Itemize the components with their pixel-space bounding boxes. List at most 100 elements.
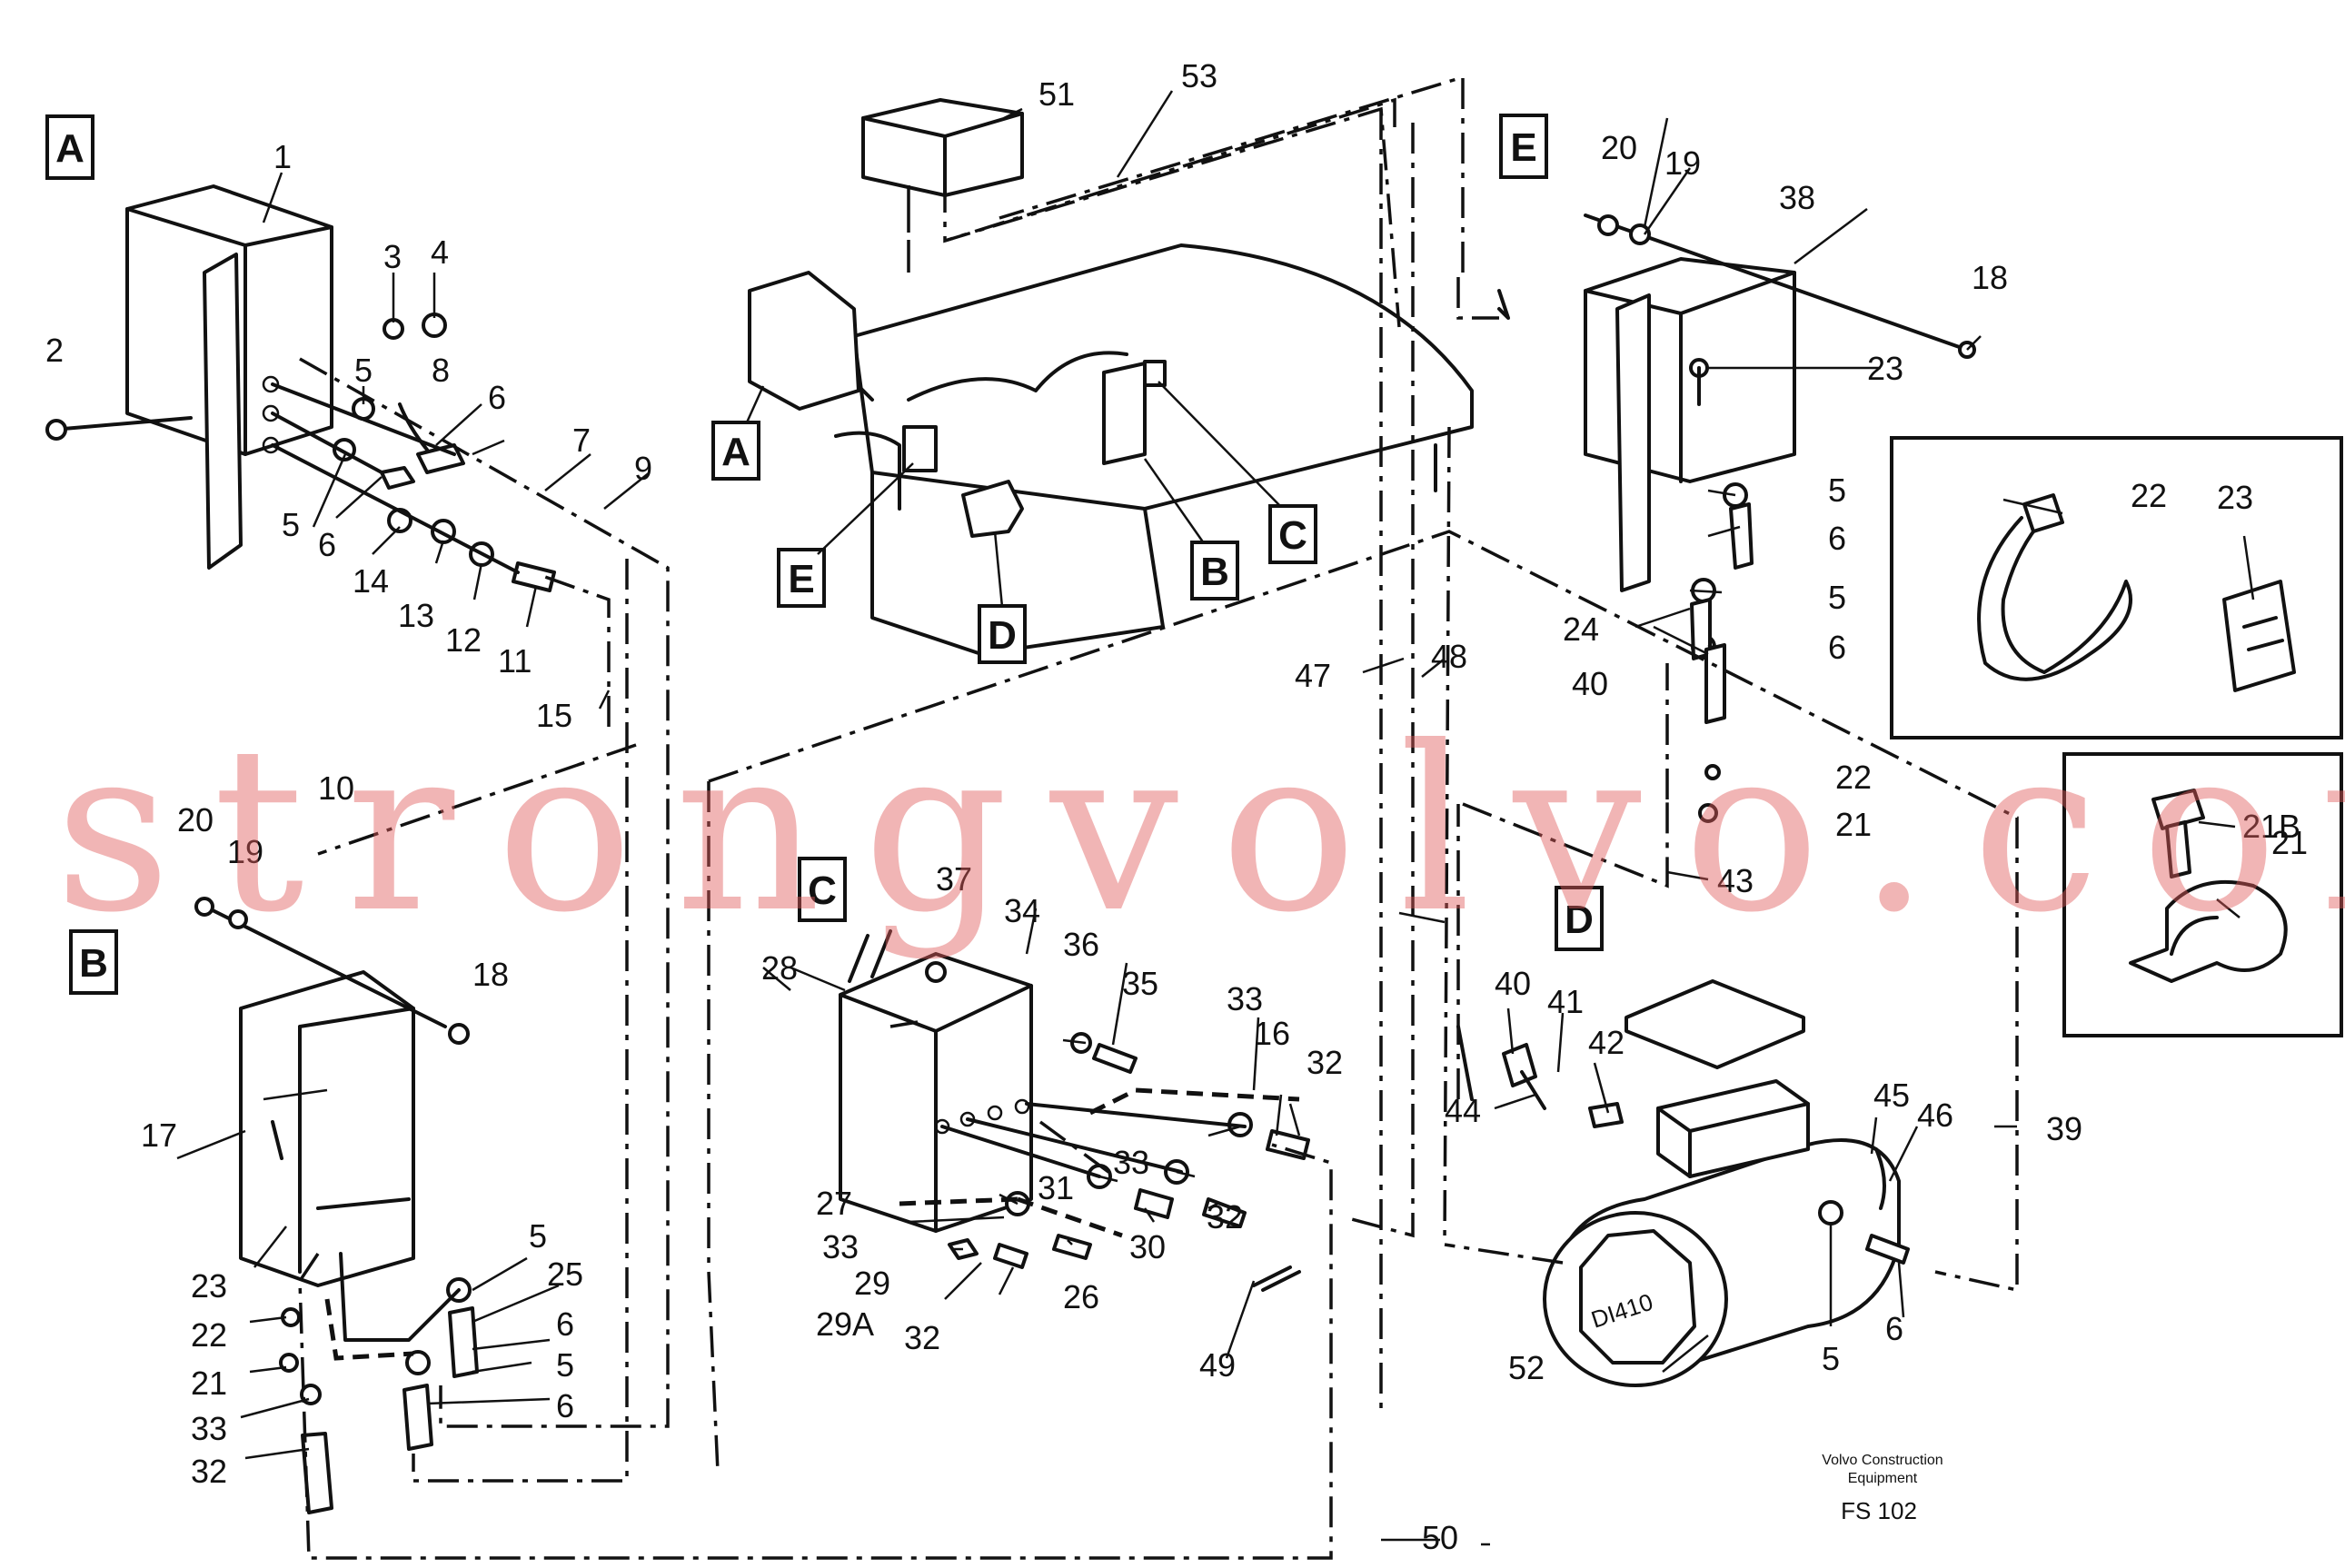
callout-48: 48 [1431, 638, 1467, 675]
callout-6-d: 6 [556, 1387, 574, 1424]
callout-33-d: 33 [822, 1228, 859, 1265]
callout-27: 27 [816, 1185, 852, 1222]
callout-5-e: 5 [1828, 471, 1846, 509]
view-a-fittings [271, 313, 556, 592]
callout-36: 36 [1063, 926, 1099, 963]
callout-18-a: 18 [1972, 259, 2008, 296]
part-number-callouts: 1 2 3 4 5 8 6 7 9 5 6 14 13 12 11 15 10 … [45, 57, 2308, 1556]
callout-32-a: 32 [191, 1453, 227, 1490]
callout-21-a: 21 [2271, 824, 2308, 861]
callout-6-a: 6 [488, 379, 506, 416]
callout-24: 24 [1563, 610, 1599, 648]
callout-3: 3 [383, 238, 402, 275]
callout-14: 14 [353, 562, 389, 600]
callout-5-b: 5 [282, 506, 300, 543]
callout-6-g: 6 [1885, 1310, 1903, 1347]
callout-6-f: 6 [1828, 629, 1846, 666]
svg-text:A: A [55, 126, 84, 171]
callout-20-b: 20 [177, 801, 214, 839]
callout-22-b: 22 [191, 1316, 227, 1354]
svg-text:D: D [988, 613, 1017, 658]
callout-1: 1 [273, 138, 292, 175]
callout-23-a: 23 [1867, 350, 1903, 387]
location-label-e: E [777, 462, 914, 608]
watermark: strongvolvo.com [55, 698, 2345, 962]
callout-32-d: 32 [904, 1319, 940, 1356]
callout-40-a: 40 [1572, 665, 1608, 702]
callout-5-d: 5 [556, 1346, 574, 1384]
callout-52: 52 [1508, 1349, 1545, 1386]
location-label-d: D [978, 531, 1027, 664]
callout-16: 16 [1254, 1015, 1290, 1052]
view-label-a: A [45, 114, 94, 180]
location-label-b: B [1143, 458, 1239, 600]
body-box-b [1102, 362, 1147, 465]
view-label-c: C [798, 857, 847, 922]
callout-30: 30 [1129, 1228, 1166, 1265]
callout-26: 26 [1063, 1278, 1099, 1315]
callout-32-b: 32 [1307, 1044, 1343, 1081]
svg-text:B: B [1200, 550, 1229, 594]
callout-4: 4 [431, 233, 449, 271]
part-51-box [861, 98, 1024, 197]
wiring-harness-lines [298, 74, 2019, 1560]
callout-38: 38 [1779, 179, 1815, 216]
footer-company-line2: Equipment [1848, 1471, 1918, 1486]
callout-43: 43 [1717, 862, 1754, 899]
callout-28: 28 [761, 949, 798, 987]
svg-text:E: E [1510, 125, 1536, 170]
callout-32-c: 32 [1207, 1198, 1243, 1236]
svg-text:D: D [1565, 898, 1594, 942]
location-label-c: C [1158, 381, 1317, 564]
callout-37: 37 [936, 860, 972, 898]
box-17-enclosure [194, 897, 470, 1287]
footer-code: FS 102 [1841, 1497, 1917, 1524]
view-label-b: B [69, 929, 118, 995]
callout-44: 44 [1445, 1092, 1481, 1129]
svg-text:E: E [788, 557, 814, 601]
callout-15: 15 [536, 697, 572, 734]
body-box-a [748, 271, 860, 411]
callout-11: 11 [498, 642, 532, 680]
footer-block: Volvo Construction Equipment FS 102 [1822, 1453, 1943, 1524]
callout-42: 42 [1588, 1024, 1625, 1061]
svg-text:A: A [721, 430, 750, 474]
callout-21-c: 21 [1835, 806, 1872, 843]
callout-46: 46 [1917, 1097, 1953, 1134]
callout-33-c: 33 [1113, 1144, 1149, 1181]
inset-cable-tie [1890, 436, 2343, 739]
machine-body-outline [748, 243, 1474, 656]
callout-22-a: 22 [2131, 477, 2167, 514]
callout-25: 25 [547, 1255, 583, 1293]
callout-49: 49 [1199, 1346, 1236, 1384]
callout-13: 13 [398, 597, 434, 634]
inset-clamp [2062, 752, 2343, 1037]
callout-7: 7 [572, 422, 591, 459]
location-label-a: A [711, 385, 765, 481]
svg-text:C: C [808, 868, 837, 913]
callout-6-b: 6 [318, 526, 336, 563]
svg-text:B: B [79, 941, 108, 986]
callout-39: 39 [2046, 1110, 2082, 1147]
box-34-enclosure [839, 929, 1033, 1233]
body-sensor-d [961, 480, 1024, 538]
callout-5-c: 5 [529, 1217, 547, 1255]
callout-6-e: 6 [1828, 520, 1846, 557]
callout-21-b: 21 [191, 1365, 227, 1402]
callout-5-f: 5 [1828, 579, 1846, 616]
footer-company-line1: Volvo Construction [1822, 1453, 1943, 1468]
callout-34: 34 [1004, 892, 1040, 929]
callout-10: 10 [318, 769, 354, 807]
callout-18-b: 18 [472, 956, 509, 993]
svg-text:C: C [1278, 513, 1307, 558]
callout-31: 31 [1038, 1169, 1074, 1206]
callout-29A: 29A [816, 1305, 874, 1343]
callout-45: 45 [1873, 1077, 1910, 1114]
view-b-fittings [279, 1252, 479, 1514]
callout-21B: 21B [2242, 808, 2300, 845]
callout-9: 9 [634, 450, 652, 487]
callout-47: 47 [1295, 657, 1331, 694]
view-e-fittings [1690, 482, 1754, 823]
callout-50: 50 [1422, 1519, 1458, 1556]
box-38-enclosure [1584, 213, 1976, 592]
